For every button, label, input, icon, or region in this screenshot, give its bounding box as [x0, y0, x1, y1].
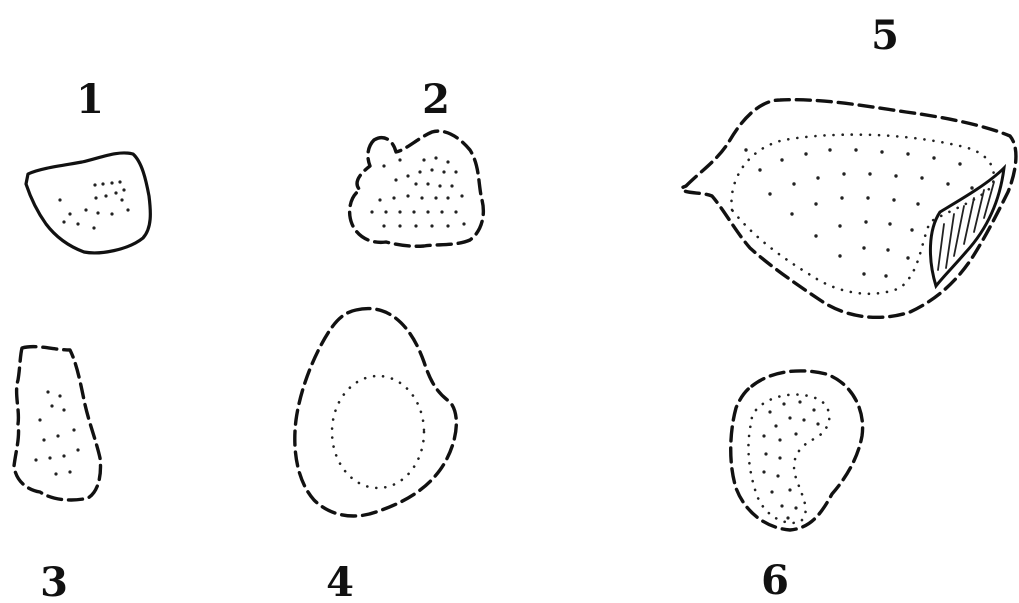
particle-4-outline: [295, 309, 457, 516]
label-5: 5: [871, 12, 899, 59]
particle-4: [295, 309, 457, 516]
particle-2-outline: [350, 131, 484, 246]
particle-6-inner-contour: [748, 395, 829, 523]
label-2: 2: [422, 76, 450, 123]
particle-3-stipple: [34, 390, 79, 475]
particle-3-outline: [14, 347, 101, 500]
particle-1-stipple: [58, 180, 129, 229]
particle-1: [26, 153, 150, 253]
particle-3: [14, 347, 101, 500]
particle-6: [731, 371, 863, 530]
label-3: 3: [40, 559, 68, 603]
particle-5-outline: [682, 100, 1016, 318]
label-1: 1: [76, 76, 104, 123]
particle-1-outline: [26, 153, 150, 253]
label-4: 4: [326, 559, 354, 603]
particle-2-stipple: [370, 156, 465, 227]
particle-6-stipple: [762, 400, 819, 519]
particle-4-inner-ring: [332, 376, 424, 488]
particle-2: [350, 131, 484, 246]
label-6: 6: [761, 557, 789, 603]
particle-5: [682, 100, 1016, 318]
